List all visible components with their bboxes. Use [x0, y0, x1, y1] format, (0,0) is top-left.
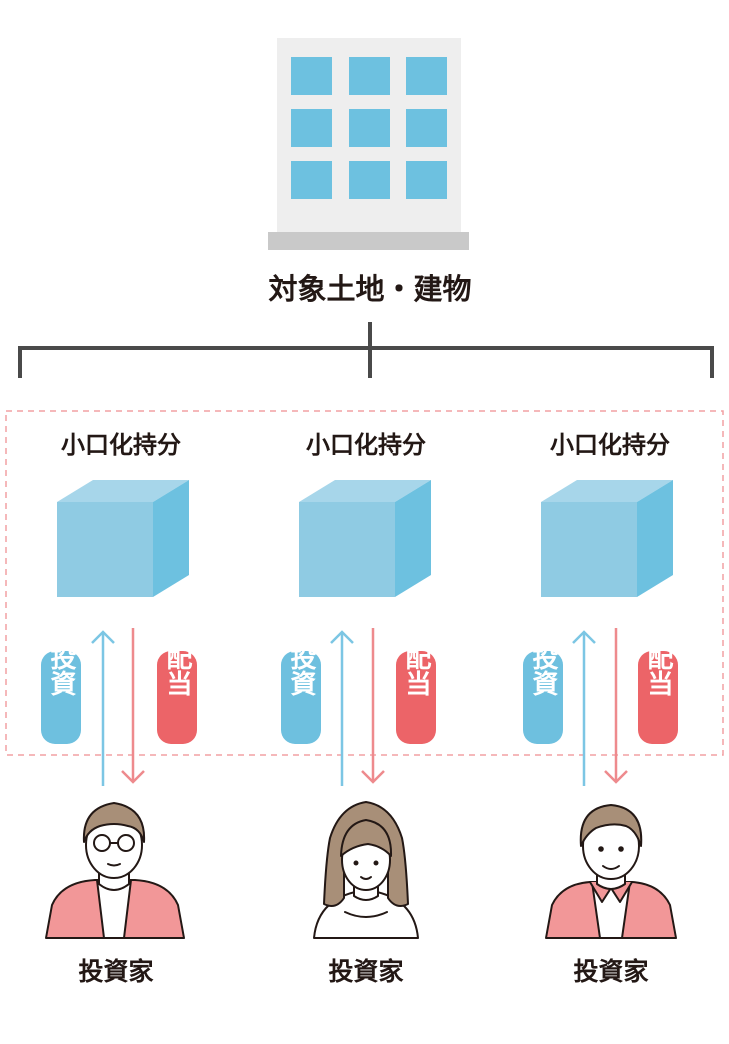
- building-icon: [268, 38, 469, 250]
- woman-icon: [313, 801, 419, 939]
- investor-label: 投資家: [78, 957, 153, 986]
- invest-label: 投資: [528, 644, 558, 696]
- dividend-badge: [157, 651, 197, 744]
- cube-icon: [541, 480, 673, 597]
- dividend-badge: [638, 651, 678, 744]
- invest-label: 投資: [286, 644, 316, 696]
- invest-arrow-icon: [572, 630, 596, 786]
- investor-label: 投資家: [328, 957, 403, 986]
- fractional-ownership-boundary: [5, 410, 724, 756]
- invest-arrow-icon: [330, 630, 354, 786]
- dividend-arrow-icon: [604, 628, 628, 784]
- cube-icon: [299, 480, 431, 597]
- dividend-badge: [396, 651, 436, 744]
- invest-label: 投資: [46, 644, 76, 696]
- dividend-arrow-icon: [121, 628, 145, 784]
- ownership-unit-3: 小口化持分 投資 配当: [523, 431, 678, 786]
- building-windows: [291, 57, 447, 199]
- cube-icon: [57, 480, 189, 597]
- invest-badge: [281, 651, 321, 744]
- dividend-arrow-icon: [361, 628, 385, 784]
- invest-arrow-icon: [91, 630, 115, 786]
- investor-label: 投資家: [573, 957, 648, 986]
- unit-title: 小口化持分: [550, 431, 670, 459]
- building-label: 対象土地・建物: [268, 272, 471, 306]
- bracket-connector: [18, 322, 714, 378]
- ownership-unit-2: 小口化持分 投資 配当: [281, 431, 436, 786]
- invest-badge: [523, 651, 563, 744]
- dividend-label: 配当: [162, 644, 192, 696]
- man-icon: [545, 804, 677, 939]
- invest-badge: [41, 651, 81, 744]
- man-with-glasses-icon: [45, 802, 185, 939]
- unit-title: 小口化持分: [61, 431, 181, 459]
- unit-title: 小口化持分: [306, 431, 426, 459]
- dividend-label: 配当: [643, 644, 673, 696]
- building-base: [268, 232, 469, 250]
- dividend-label: 配当: [401, 644, 431, 696]
- ownership-unit-1: 小口化持分 投資 配当: [41, 431, 197, 786]
